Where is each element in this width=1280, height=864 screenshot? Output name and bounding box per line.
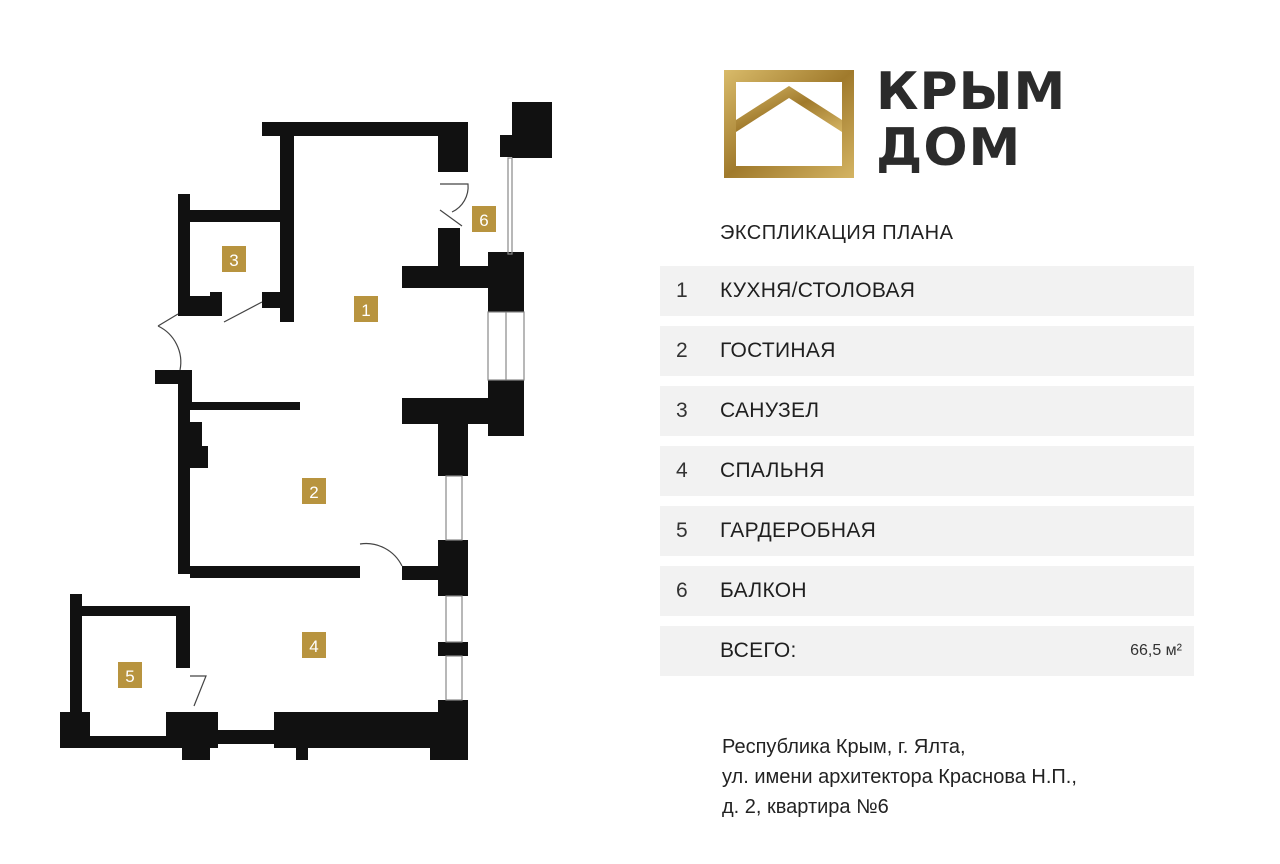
table-row: 4 СПАЛЬНЯ xyxy=(660,446,1194,496)
house-logo-icon xyxy=(724,70,854,178)
table-row: 3 САНУЗЕЛ xyxy=(660,386,1194,436)
room-marker-4 xyxy=(302,632,326,658)
room-label-5: 5 xyxy=(125,667,134,686)
room-markers: 3 6 1 2 4 5 xyxy=(118,206,496,688)
room-number: 1 xyxy=(676,279,688,302)
table-row: 6 БАЛКОН xyxy=(660,566,1194,616)
room-marker-2 xyxy=(302,478,326,504)
address-line3: д. 2, квартира №6 xyxy=(722,796,889,818)
table-row: 1 КУХНЯ/СТОЛОВАЯ xyxy=(660,266,1194,316)
room-number: 5 xyxy=(676,519,688,542)
room-label-6: 6 xyxy=(479,211,488,230)
room-number: 3 xyxy=(676,399,688,422)
windows xyxy=(445,157,525,701)
room-label-2: 2 xyxy=(309,483,318,502)
address-line1: Республика Крым, г. Ялта, xyxy=(722,736,966,758)
brand-name-line2: ДОМ xyxy=(876,118,1022,178)
floor-plan: 3 6 1 2 4 5 xyxy=(60,102,552,760)
room-name: ГОСТИНАЯ xyxy=(720,339,836,362)
room-marker-3 xyxy=(222,246,246,272)
room-number: 6 xyxy=(676,579,688,602)
table-row: 2 ГОСТИНАЯ xyxy=(660,326,1194,376)
walls xyxy=(60,102,552,760)
room-label-4: 4 xyxy=(309,637,318,656)
room-marker-1 xyxy=(354,296,378,322)
explication-title: ЭКСПЛИКАЦИЯ ПЛАНА xyxy=(720,222,954,244)
room-label-1: 1 xyxy=(361,301,370,320)
doors xyxy=(157,183,469,707)
room-name: САНУЗЕЛ xyxy=(720,399,820,422)
brand-name: КРЫМ ДОМ xyxy=(876,64,1066,176)
room-marker-5 xyxy=(118,662,142,688)
address-line2: ул. имени архитектора Краснова Н.П., xyxy=(722,766,1077,788)
explication-table: 1 КУХНЯ/СТОЛОВАЯ 2 ГОСТИНАЯ 3 САНУЗЕЛ 4 … xyxy=(660,266,1194,686)
table-row: 5 ГАРДЕРОБНАЯ xyxy=(660,506,1194,556)
room-marker-6 xyxy=(472,206,496,232)
room-number: 2 xyxy=(676,339,688,362)
total-label: ВСЕГО: xyxy=(720,639,797,662)
room-name: БАЛКОН xyxy=(720,579,807,602)
room-name: ГАРДЕРОБНАЯ xyxy=(720,519,877,542)
brand-name-line1: КРЫМ xyxy=(876,62,1067,122)
room-label-3: 3 xyxy=(229,251,238,270)
address: Республика Крым, г. Ялта, ул. имени архи… xyxy=(722,732,1077,822)
room-name: СПАЛЬНЯ xyxy=(720,459,825,482)
total-row: ВСЕГО: 66,5 м² xyxy=(660,626,1194,676)
total-area: 66,5 м² xyxy=(1130,642,1182,659)
room-name: КУХНЯ/СТОЛОВАЯ xyxy=(720,279,916,302)
room-number: 4 xyxy=(676,459,688,482)
